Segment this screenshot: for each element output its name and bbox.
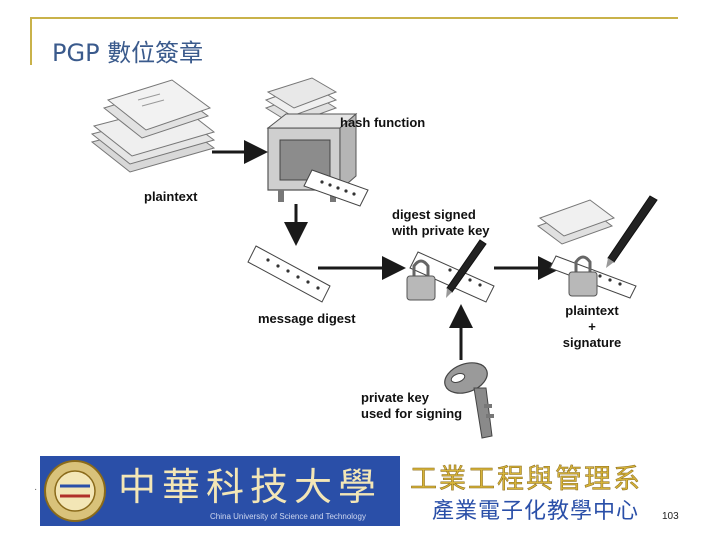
label-plaintext: plaintext bbox=[144, 189, 198, 204]
message-digest-strip-icon bbox=[247, 245, 331, 303]
label-result-line2: + bbox=[588, 319, 596, 334]
university-banner: 中華科技大學 China University of Science and T… bbox=[40, 456, 688, 526]
label-digest-signed-line2: with private key bbox=[392, 223, 490, 238]
label-private-key-line1: private key bbox=[361, 390, 429, 405]
label-hash-function: hash function bbox=[340, 115, 426, 130]
label-result-line1: plaintext bbox=[565, 303, 619, 318]
page-number: 103 bbox=[662, 511, 679, 522]
result-pen-icon bbox=[606, 195, 658, 268]
university-seal-icon bbox=[44, 460, 106, 522]
label-private-key-line2: used for signing bbox=[361, 406, 463, 421]
label-digest-signed-line1: digest signed bbox=[392, 207, 476, 222]
frame-left-rule bbox=[30, 17, 32, 65]
plaintext-documents-icon bbox=[90, 79, 216, 173]
digest-output-strip-icon bbox=[303, 169, 369, 207]
label-result-line3: signature bbox=[562, 335, 622, 350]
department-name: 工業工程與管理系 bbox=[410, 464, 642, 495]
slide-title: PGP 數位簽章 bbox=[52, 39, 204, 67]
lock-icon bbox=[406, 259, 436, 301]
university-name-cn: 中華科技大學 bbox=[118, 465, 382, 509]
label-message-digest: message digest bbox=[258, 311, 356, 326]
university-name-en: China University of Science and Technolo… bbox=[210, 512, 366, 521]
frame-top-rule bbox=[30, 17, 678, 19]
pen-icon bbox=[446, 239, 487, 298]
bullet-dot: · bbox=[34, 484, 38, 495]
result-lock-icon bbox=[568, 255, 598, 297]
teaching-center-name: 產業電子化教學中心 bbox=[432, 499, 639, 524]
private-key-icon bbox=[444, 362, 494, 439]
